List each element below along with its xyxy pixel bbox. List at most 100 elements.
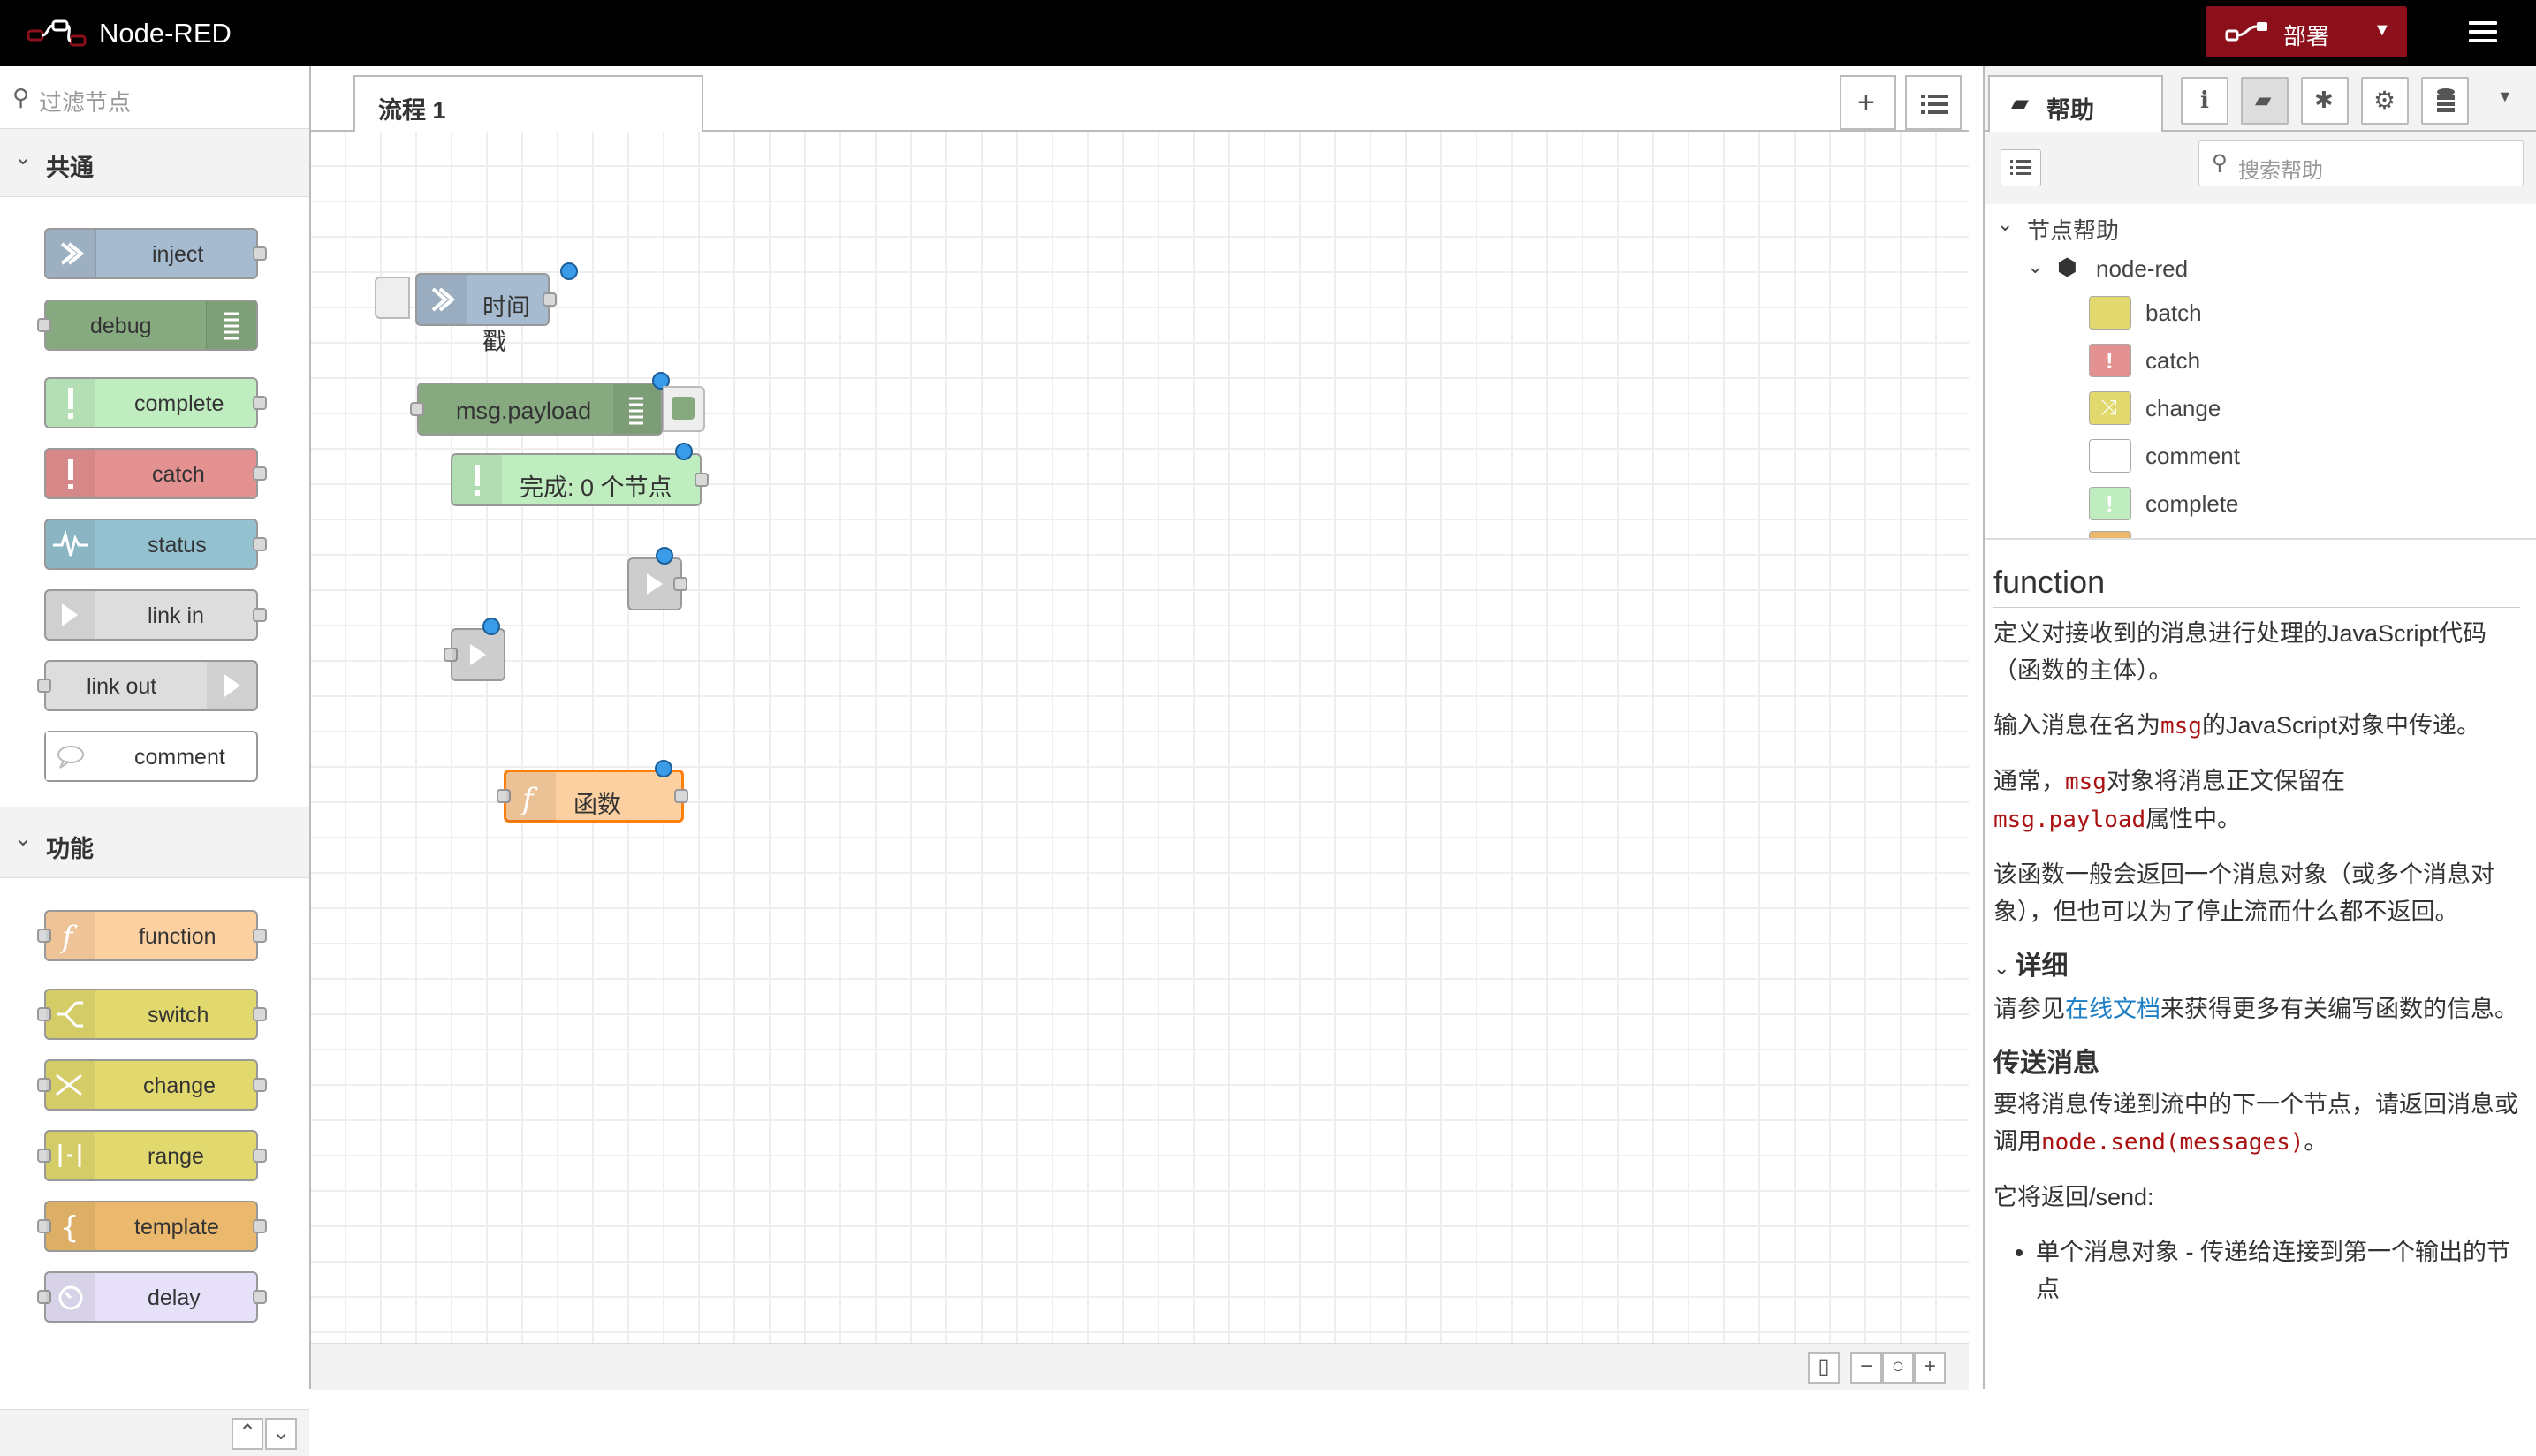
inject-trigger-button[interactable] — [375, 277, 410, 319]
gear-icon[interactable]: ⚙ — [2361, 77, 2409, 125]
alert-icon — [46, 379, 95, 427]
chevron-down-icon[interactable]: ▼ — [2497, 87, 2513, 105]
palette-node-link-out[interactable]: link out — [37, 660, 258, 711]
details-heading[interactable]: ⌄ 详细 — [1993, 952, 2069, 981]
tree-item-complete[interactable]: complete — [2145, 490, 2239, 517]
tab-help[interactable]: ▰ 帮助 — [1988, 75, 2163, 132]
changed-indicator — [656, 547, 673, 565]
navigator-map-icon[interactable]: ▯ — [1808, 1352, 1840, 1384]
node-label: 时间戳 — [482, 294, 530, 355]
deploy-menu-caret-icon[interactable]: ▼ — [2373, 20, 2391, 40]
collapse-all-icon[interactable]: ⌃ — [232, 1418, 263, 1450]
zoom-reset-icon[interactable]: ○ — [1882, 1352, 1914, 1384]
list-icon — [2010, 160, 2031, 175]
category-common-header[interactable]: ⌄ 共通 — [0, 129, 309, 197]
app-logo: Node-RED — [27, 16, 232, 51]
alert-icon — [452, 455, 502, 504]
list-item: 单个消息对象 - 传递给连接到第一个输出的节点 — [2036, 1233, 2520, 1308]
flow-node-debug[interactable]: msg.payload — [410, 372, 670, 436]
node-label: 函数 — [573, 792, 621, 818]
palette-node-switch[interactable]: switch — [37, 989, 267, 1040]
flow-node-complete[interactable]: 完成: 0 个节点 — [451, 443, 709, 506]
help-list: 单个消息对象 - 传递给连接到第一个输出的节点 — [1993, 1233, 2520, 1308]
batch-icon — [2089, 296, 2131, 330]
workspace: 流程 1 + 时间戳 msg.payload 完 — [311, 66, 1969, 1390]
palette-node-delay[interactable]: delay — [37, 1271, 267, 1323]
workspace-tabs: 流程 1 + — [311, 66, 1969, 132]
flow-list-button[interactable] — [1905, 75, 1962, 130]
flow-node-inject[interactable]: 时间戳 — [415, 262, 578, 355]
palette-node-link-in[interactable]: link in — [44, 589, 267, 641]
debug-toggle-button[interactable] — [663, 386, 705, 432]
deploy-button[interactable]: 部署 ▼ — [2206, 6, 2407, 57]
flow-node-function[interactable]: f 函数 — [497, 760, 688, 823]
svg-text:f: f — [520, 782, 538, 817]
tab-label: 流程 1 — [378, 97, 446, 124]
tree-item-comment[interactable]: comment — [2145, 443, 2240, 469]
tab-flow-1[interactable]: 流程 1 — [353, 75, 703, 132]
comment-icon — [2089, 439, 2131, 473]
palette-node-catch[interactable]: catch — [44, 448, 267, 499]
palette-node-change[interactable]: change — [37, 1059, 267, 1111]
node-label: range — [148, 1144, 204, 1169]
main-menu-icon[interactable] — [2465, 16, 2501, 51]
range-icon — [46, 1132, 95, 1179]
tab-label: 帮助 — [2046, 97, 2094, 124]
chevron-down-icon[interactable]: ⌄ — [1997, 213, 2014, 235]
zoom-in-icon[interactable]: + — [1914, 1352, 1946, 1384]
node-label: function — [139, 924, 216, 949]
sidebar-tabs: ▰ 帮助 i ▰ ✱ ⚙ ▼ — [1985, 66, 2536, 132]
help-paragraph: 它将返回/send: — [1993, 1184, 2154, 1210]
chevron-down-icon[interactable]: ⌄ — [2027, 255, 2044, 277]
expand-all-icon[interactable]: ⌄ — [265, 1418, 297, 1450]
deploy-icon — [2225, 22, 2267, 42]
help-book-icon[interactable]: ▰ — [2241, 77, 2289, 125]
tree-module-label[interactable]: node-red — [2096, 255, 2189, 282]
palette-node-debug[interactable]: debug — [37, 300, 258, 351]
help-search-input[interactable]: 搜索帮助 — [2238, 159, 2323, 183]
palette-node-comment[interactable]: comment — [44, 731, 258, 782]
tree-item-change[interactable]: change — [2145, 395, 2221, 421]
help-paragraph: 要将消息传递到流中的下一个节点，请返回消息或调用node.send(messag… — [1993, 1091, 2518, 1156]
tree-item-batch[interactable]: batch — [2145, 300, 2202, 326]
info-icon[interactable]: i — [2181, 77, 2228, 125]
toc-toggle-button[interactable] — [2001, 149, 2041, 186]
node-label: change — [143, 1073, 216, 1098]
palette-node-template[interactable]: { template — [37, 1201, 267, 1252]
flow-canvas[interactable]: 时间戳 msg.payload 完成: 0 个节点 — [311, 132, 1969, 1343]
tree-item-catch[interactable]: catch — [2145, 347, 2201, 374]
help-paragraph: 请参见在线文档来获得更多有关编写函数的信息。 — [1993, 996, 2518, 1022]
palette-node-function[interactable]: f function — [37, 910, 267, 961]
node-label: link in — [148, 603, 204, 628]
zoom-out-icon[interactable]: − — [1850, 1352, 1882, 1384]
node-label: template — [134, 1215, 219, 1240]
flow-node-link-in[interactable] — [444, 618, 505, 681]
palette-node-complete[interactable]: complete — [44, 377, 267, 428]
pulse-icon — [46, 520, 95, 568]
search-icon: ⚲ — [2212, 151, 2228, 175]
palette-search[interactable]: ⚲ 过滤节点 — [0, 66, 309, 129]
category-function-header[interactable]: ⌄ 功能 — [0, 810, 309, 878]
switch-icon — [46, 990, 95, 1038]
palette-node-range[interactable]: range — [37, 1130, 267, 1181]
changed-indicator — [655, 760, 672, 777]
flow-node-link-out[interactable] — [627, 547, 687, 610]
node-label: catch — [152, 462, 205, 487]
node-label: msg.payload — [456, 398, 592, 424]
palette-node-status[interactable]: status — [44, 519, 267, 570]
online-docs-link[interactable]: 在线文档 — [2065, 996, 2160, 1022]
debug-bug-icon[interactable]: ✱ — [2301, 77, 2349, 125]
svg-text:{: { — [60, 1210, 80, 1246]
help-paragraph: 输入消息在名为msg的JavaScript对象中传递。 — [1993, 712, 2481, 739]
add-flow-button[interactable]: + — [1840, 75, 1896, 130]
inject-icon — [417, 275, 467, 324]
svg-text:f: f — [59, 920, 78, 955]
help-search[interactable]: ⚲ 搜索帮助 — [2198, 140, 2524, 186]
tree-root-label[interactable]: 节点帮助 — [2027, 217, 2120, 244]
palette-search-input[interactable]: 过滤节点 — [39, 89, 132, 116]
category-common-body: inject debug complete catch status — [0, 197, 309, 807]
help-paragraph: 定义对接收到的消息进行处理的JavaScript代码（函数的主体）。 — [1993, 620, 2487, 684]
database-icon[interactable] — [2421, 77, 2469, 125]
comment-icon — [46, 732, 95, 780]
palette-node-inject[interactable]: inject — [44, 228, 267, 279]
